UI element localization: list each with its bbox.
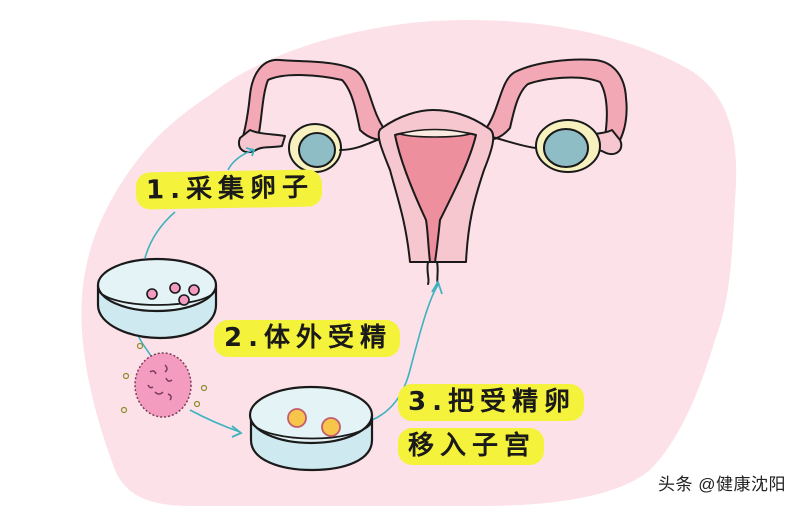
arrow-dish2-to-uterus — [371, 284, 439, 421]
arrow-egg-cell-to-dish2 — [189, 409, 241, 433]
uterus-illustration — [238, 58, 628, 285]
arrow-step1-to-dish1 — [144, 211, 176, 259]
petri-dish-2 — [248, 385, 374, 472]
egg — [169, 282, 181, 294]
arrowhead-dish2 — [231, 425, 243, 438]
step-2-label: 2.体外受精 — [214, 320, 400, 358]
arrow-ovary-to-step1 — [227, 149, 254, 171]
left-fimbriae — [238, 129, 286, 154]
left-ovarian-ligament — [339, 137, 383, 151]
arrowhead-ovary — [245, 147, 256, 157]
fertilized-egg — [287, 408, 307, 428]
arrowhead-uterus — [431, 279, 443, 295]
egg — [178, 294, 190, 306]
step-3-label-line1: 3.把受精卵 — [398, 384, 584, 422]
left-ovary — [298, 132, 336, 168]
egg — [146, 288, 158, 300]
petri-dish-1 — [96, 257, 218, 340]
step-1-label: 1.采集卵子 — [135, 169, 323, 210]
process-arrows — [137, 147, 443, 438]
step-3-label-line2: 移入子宫 — [398, 428, 545, 466]
fertilized-egg — [321, 417, 341, 437]
egg-cell-with-sperm — [120, 342, 208, 418]
right-ovary — [543, 128, 589, 168]
watermark: 头条 @健康沈阳 — [658, 475, 786, 494]
egg — [188, 284, 200, 296]
uterine-fundus — [399, 128, 471, 138]
